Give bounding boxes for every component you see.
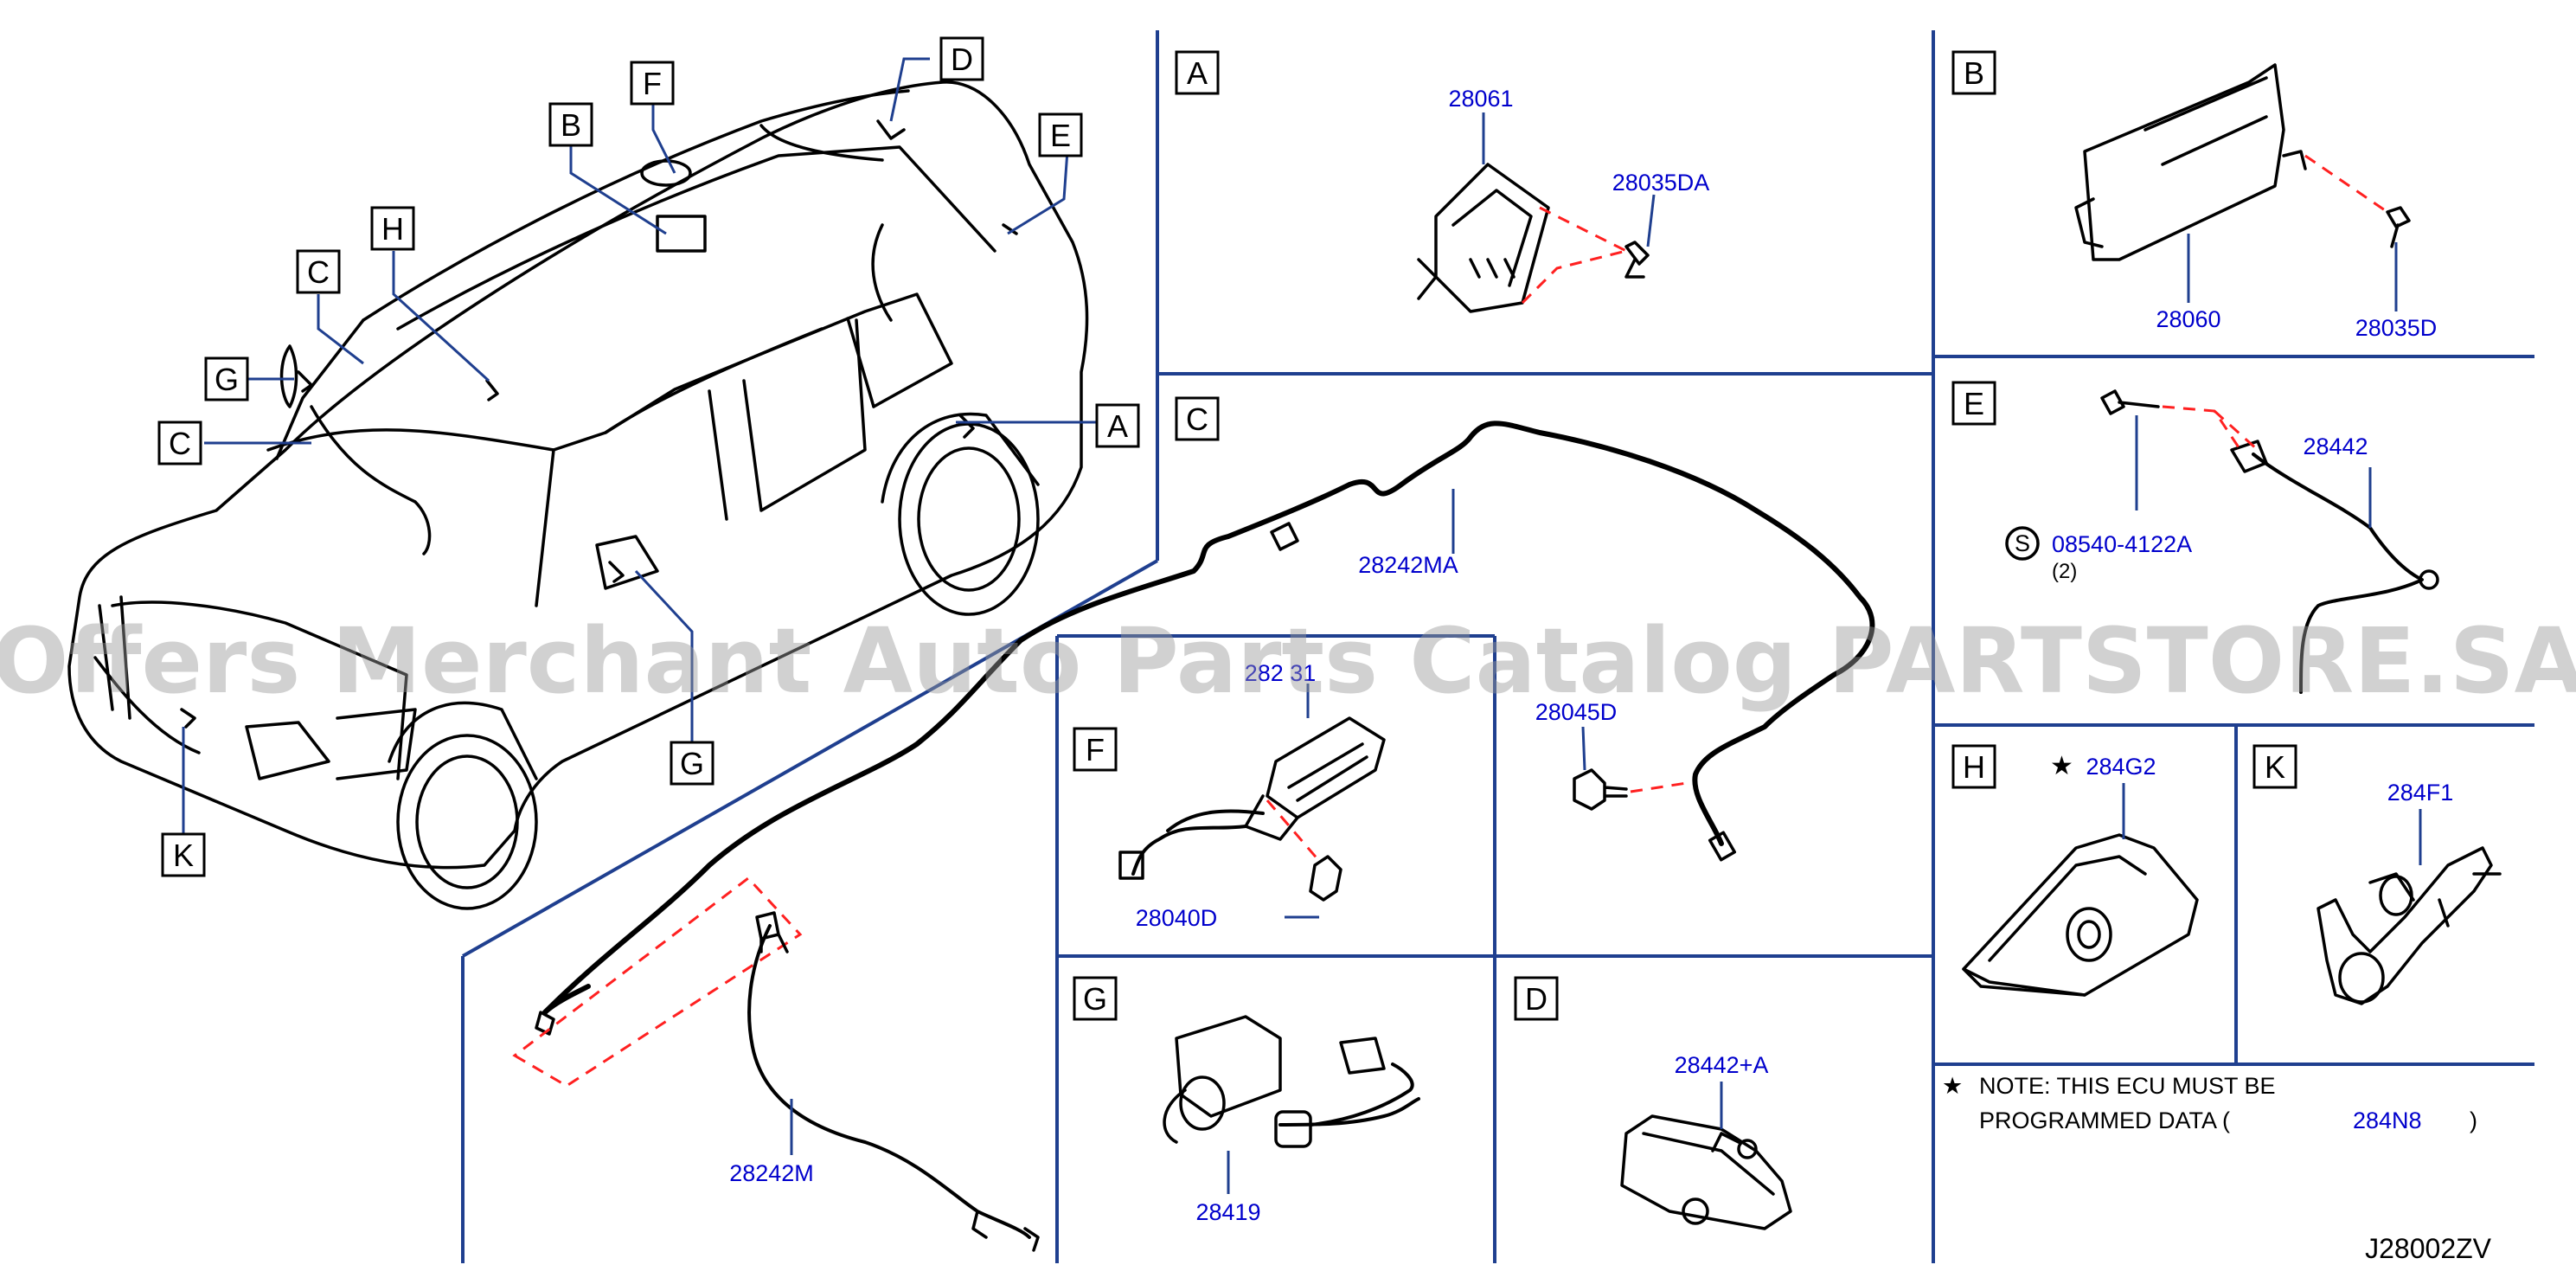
watermark-text: Offers Merchant Auto Parts Catalog PARTS… <box>0 608 2576 714</box>
section-G-label: G <box>1073 976 1118 1021</box>
part-28035D: 28035D <box>2355 315 2438 341</box>
part-28442A: 28442+A <box>1675 1052 1769 1078</box>
part-28035DA: 28035DA <box>1612 170 1710 196</box>
note-line-2-suffix: ) <box>2470 1107 2477 1133</box>
section-A-label: A <box>1175 50 1220 95</box>
callout-B-overview: B <box>548 102 593 147</box>
part-28060: 28060 <box>2156 306 2220 332</box>
callout-C-overview-1: C <box>296 249 341 294</box>
svg-text:G: G <box>215 362 239 397</box>
section-H-label: H <box>1951 744 1996 789</box>
svg-text:H: H <box>381 211 404 247</box>
part-28442: 28442 <box>2303 433 2368 459</box>
section-H: H ★ 284G2 <box>1951 744 2199 997</box>
svg-text:F: F <box>643 66 662 101</box>
svg-text:B: B <box>561 107 581 143</box>
section-G: G 28419 <box>1073 976 1420 1225</box>
section-C: C 28242MA 28242M 28045D <box>512 396 1875 1252</box>
callout-F-overview: F <box>630 61 675 106</box>
part-284F1: 284F1 <box>2387 780 2454 806</box>
svg-text:H: H <box>1963 749 1985 785</box>
svg-text:A: A <box>1187 55 1208 91</box>
section-B: B 28060 28035D <box>1951 50 2438 341</box>
section-C-label: C <box>1175 396 1220 441</box>
svg-text:K: K <box>173 838 194 873</box>
part-28061: 28061 <box>1448 86 1513 112</box>
section-F: F 282 31 28040D <box>1073 660 1386 931</box>
svg-text:C: C <box>1186 401 1208 437</box>
section-D: D 28442+A <box>1514 976 1792 1230</box>
callout-C-overview-2: C <box>157 421 202 465</box>
note-line-1: NOTE: THIS ECU MUST BE <box>1979 1073 2276 1099</box>
part-284G2: 284G2 <box>2086 754 2156 780</box>
svg-text:E: E <box>1050 118 1071 153</box>
callout-K-overview: K <box>161 832 206 877</box>
svg-text:E: E <box>1964 386 1984 421</box>
section-E-label: E <box>1951 381 1996 426</box>
callout-E-overview: E <box>1038 112 1083 157</box>
vehicle-overview <box>67 80 1089 910</box>
overview-callouts: A B F D E H C G C G K <box>157 36 1140 877</box>
star-icon: ★ <box>2050 752 2073 780</box>
part-28419: 28419 <box>1195 1199 1260 1225</box>
section-E: E S 08540-4122A (2) 28442 <box>1951 381 2439 694</box>
svg-text:G: G <box>680 746 704 781</box>
overview-leaders <box>182 57 1125 835</box>
section-D-label: D <box>1514 976 1559 1021</box>
part-08540-qty: (2) <box>2052 560 2077 583</box>
section-B-label: B <box>1951 50 1996 95</box>
svg-text:A: A <box>1107 408 1128 444</box>
callout-G-overview-2: G <box>670 741 714 786</box>
part-28040D: 28040D <box>1136 905 1218 931</box>
svg-text:F: F <box>1086 732 1105 767</box>
svg-text:B: B <box>1964 55 1984 91</box>
section-K: K 284F1 <box>2252 744 2502 1005</box>
note-line-2: PROGRAMMED DATA ( <box>1979 1107 2230 1133</box>
svg-text:K: K <box>2265 749 2285 785</box>
section-frames <box>461 30 2534 1263</box>
callout-D-overview: D <box>939 36 984 81</box>
part-284N8: 284N8 <box>2353 1107 2422 1133</box>
svg-text:C: C <box>169 426 191 461</box>
section-F-label: F <box>1073 727 1118 772</box>
callout-G-overview-1: G <box>204 356 249 401</box>
part-28045D: 28045D <box>1535 699 1618 725</box>
callout-H-overview: H <box>370 206 415 251</box>
svg-text:D: D <box>1525 981 1548 1017</box>
svg-text:C: C <box>307 254 330 290</box>
svg-text:G: G <box>1083 981 1107 1017</box>
diagram-reference-code: J28002ZV <box>2365 1233 2492 1264</box>
screw-symbol: S <box>2015 530 2030 556</box>
part-28231: 282 31 <box>1245 660 1317 686</box>
part-28242M: 28242M <box>729 1160 814 1186</box>
part-28242MA: 28242MA <box>1358 552 1458 578</box>
ecu-note: ★ NOTE: THIS ECU MUST BE PROGRAMMED DATA… <box>1942 1073 2477 1133</box>
section-A: A 28061 28035DA <box>1175 50 1710 313</box>
section-K-label: K <box>2252 744 2297 789</box>
part-08540-4122A: 08540-4122A <box>2052 531 2192 557</box>
callout-A-overview: A <box>1095 403 1140 448</box>
note-star-icon: ★ <box>1942 1073 1963 1099</box>
svg-text:D: D <box>951 42 973 77</box>
